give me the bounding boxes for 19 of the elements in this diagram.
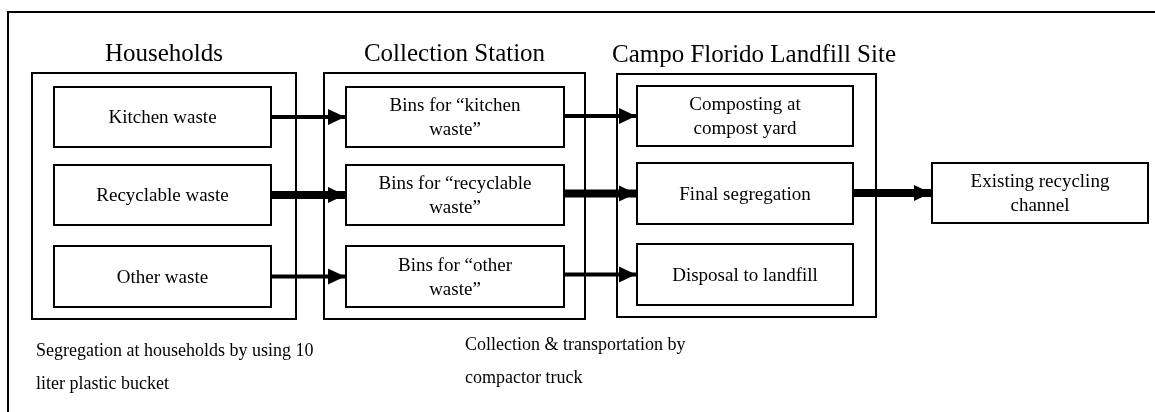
process-box: Bins for “other waste” — [345, 245, 565, 308]
process-box: Existing recycling channel — [931, 162, 1149, 224]
node-label: Collection & transportation by compactor truck — [465, 334, 686, 387]
arrow — [272, 109, 345, 125]
arrow — [272, 268, 345, 285]
arrow — [565, 108, 636, 124]
node-label: Segregation at households by using 10 liter plastic bucket — [36, 340, 314, 393]
process-box: Recyclable waste — [53, 164, 272, 226]
group-heading: Households — [104, 39, 224, 66]
process-box: Kitchen waste — [53, 86, 272, 148]
process-box: Other waste — [53, 245, 272, 308]
process-box: Composting at compost yard — [636, 85, 854, 147]
group-heading: Collection Station — [363, 39, 546, 66]
group-heading: Campo Florido Landfill Site — [612, 40, 896, 67]
process-box: Disposal to landfill — [636, 243, 854, 306]
process-box: Bins for “recyclable waste” — [345, 164, 565, 226]
process-box: Bins for “kitchen waste” — [345, 86, 565, 148]
arrow — [565, 266, 636, 283]
process-box: Final segregation — [636, 162, 854, 225]
